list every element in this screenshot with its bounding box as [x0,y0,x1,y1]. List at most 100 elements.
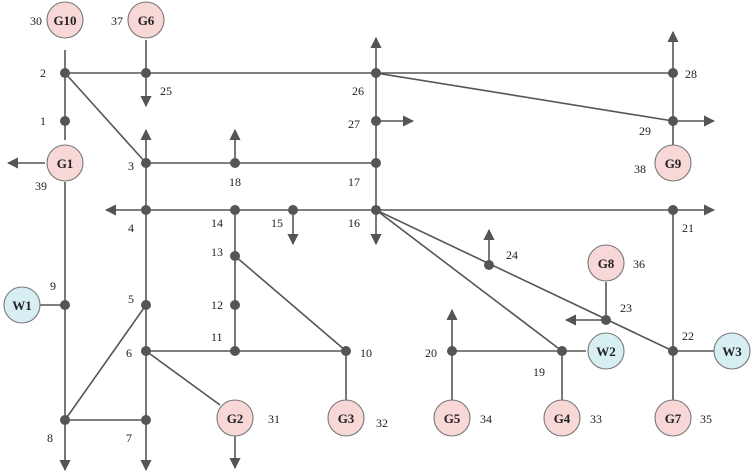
generator-label: G6 [138,13,155,28]
bus-label: 15 [271,216,283,230]
bus-node-10 [341,346,351,356]
bus-label: 8 [47,431,53,445]
generator-number: 32 [376,416,388,430]
bus-label: 28 [685,67,697,81]
generator-circle [654,144,692,182]
bus-label: 21 [682,221,694,235]
load-arrows [6,30,716,472]
bus-label: 29 [639,124,651,138]
bus-node-13 [230,251,240,261]
generator-g8: G8 36 [587,244,645,282]
generator-label: G1 [57,156,74,171]
generator-g6: G6 37 [111,1,165,39]
generator-g9: G9 38 [634,144,692,182]
bus-node-12 [230,300,240,310]
generator-number: 35 [700,412,712,426]
generator-g3: G3 32 [327,399,388,437]
generator-g2: G2 31 [216,399,280,437]
generator-circle [216,399,254,437]
generator-g10: G10 30 [30,1,84,39]
bus-label: 18 [229,175,241,189]
bus-node-19 [557,346,567,356]
bus-label: 17 [348,175,360,189]
bus-label: 23 [620,301,632,315]
bus-label: 6 [126,346,132,360]
bus-node-21 [668,205,678,215]
bus-node-11 [230,346,240,356]
bus-label: 11 [211,330,223,344]
bus-label: 24 [506,248,518,262]
wind-farm-w1: W1 [3,286,41,324]
bus-node-22 [668,346,678,356]
line-13-10 [234,255,347,352]
line-16-24-23-22 [375,209,674,352]
generator-number: 38 [634,162,646,176]
bus-node-17 [371,158,381,168]
generator-g4: G4 33 [543,399,602,437]
generator-number: 33 [590,412,602,426]
bus-node-3 [141,158,151,168]
generator-label: G7 [665,411,682,426]
generator-circle [327,399,365,437]
wind-farm-w3: W3 [713,332,751,370]
generator-g1: G1 39 [35,144,84,193]
bus-node-14 [230,205,240,215]
wind-farm-label: W2 [596,344,616,359]
generator-circle [543,399,581,437]
wind-farm-circle [3,286,41,324]
wind-farm-w2: W2 [587,332,625,370]
generator-label: G9 [665,156,682,171]
generator-number: 34 [480,412,492,426]
bus-node-8 [60,415,70,425]
generator-circle [127,1,165,39]
bus-node-27 [371,116,381,126]
bus-node-2 [60,68,70,78]
generator-circle [654,399,692,437]
bus-label: 14 [211,216,223,230]
wind-farm-circle [713,332,751,370]
line-2-3 [64,72,147,164]
generator-number: 30 [30,14,42,28]
bus-label: 9 [50,279,56,293]
generator-label: G5 [444,411,461,426]
generators: G10 30 G6 37 G1 39 G9 38 G8 36 G2 31 [30,1,712,437]
bus-node-20 [447,346,457,356]
line-6-g2 [145,350,221,406]
generator-label: G4 [554,411,571,426]
generator-label: G2 [227,411,244,426]
bus-node-18 [230,158,240,168]
bus-label: 2 [40,66,46,80]
bus-label: 4 [128,221,134,235]
wind-farms: W1 W2 W3 [3,286,751,370]
bus-node-26 [371,68,381,78]
bus-label: 26 [352,84,364,98]
generator-number: 37 [111,14,123,28]
generator-number: 39 [35,179,47,193]
bus-label: 25 [160,84,172,98]
generator-g7: G7 35 [654,399,712,437]
generator-number: 31 [268,412,280,426]
bus-nodes [60,68,678,425]
bus-node-28 [668,68,678,78]
bus-node-1 [60,116,70,126]
generator-circle [46,1,84,39]
bus-label: 27 [348,117,360,131]
bus-node-16 [371,205,381,215]
bus-label: 12 [211,298,223,312]
generator-label: G10 [53,13,76,28]
bus-label: 16 [348,216,360,230]
bus-node-29 [668,116,678,126]
generator-label: G3 [338,411,355,426]
generator-label: G8 [598,256,615,271]
bus-node-23 [601,315,611,325]
generator-g5: G5 34 [433,399,492,437]
line-5-8 [64,304,147,421]
line-16-19 [375,209,563,352]
bus-label: 19 [533,365,545,379]
bus-node-15 [288,205,298,215]
bus-label: 1 [40,114,46,128]
line-26-29 [375,72,674,122]
generator-circle [46,144,84,182]
bus-label: 13 [211,245,223,259]
